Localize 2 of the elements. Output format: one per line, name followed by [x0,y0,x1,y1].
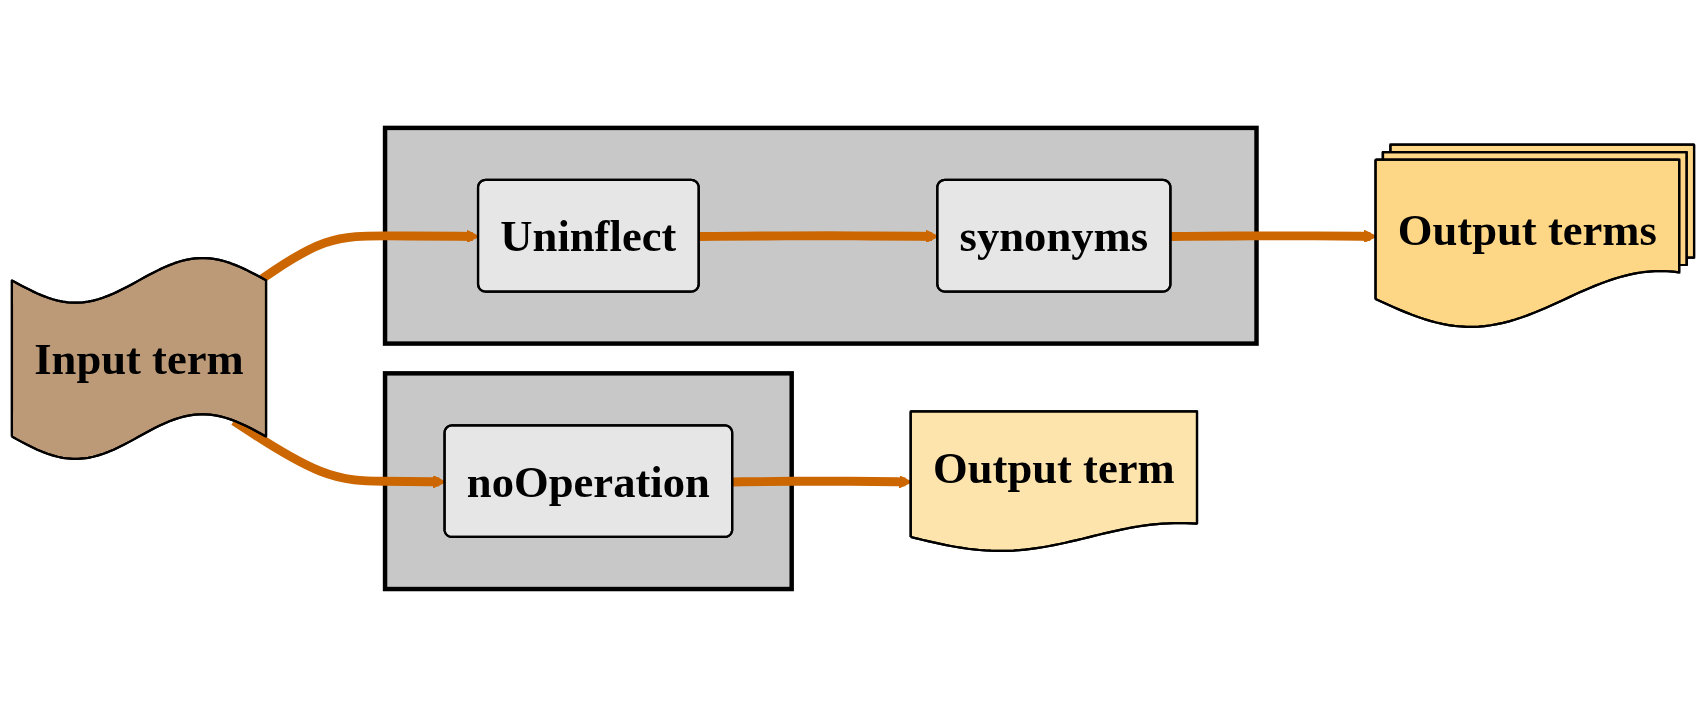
cluster [382,371,794,592]
cluster [382,125,1259,346]
